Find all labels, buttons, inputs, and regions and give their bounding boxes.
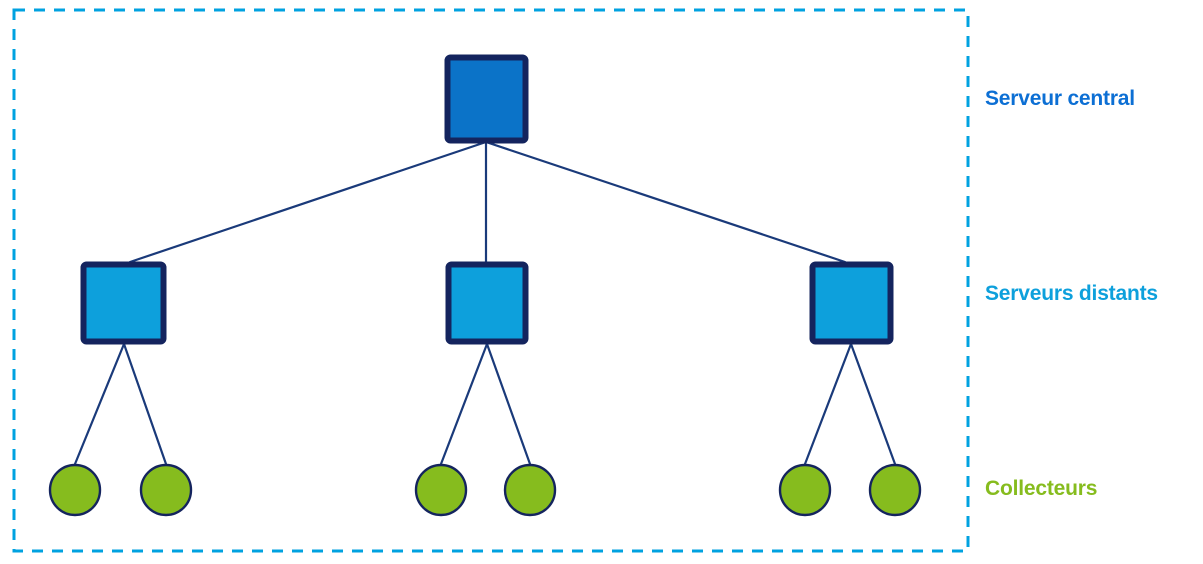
dashed-boundary <box>12 8 970 553</box>
connector-group-collectors <box>73 342 897 466</box>
connector-group-central <box>128 140 847 264</box>
collector-node-3[interactable] <box>414 463 468 517</box>
collector-node-1[interactable] <box>48 463 102 517</box>
remote-server-node-3[interactable] <box>809 261 894 345</box>
collector-group <box>48 463 922 517</box>
collector-node-2[interactable] <box>139 463 193 517</box>
edge-remote1-collector1 <box>73 342 126 466</box>
collector-node-5[interactable] <box>778 463 832 517</box>
remote-server-node-2[interactable] <box>445 261 529 345</box>
legend-label-remote-servers: Serveurs distants <box>985 282 1158 305</box>
collector-node-4[interactable] <box>503 463 557 517</box>
central-server-group <box>444 54 529 144</box>
central-server-node[interactable] <box>444 54 529 144</box>
edge-remote2-collector4 <box>485 342 532 466</box>
remote-server-group <box>80 261 894 345</box>
edge-central-remote-3 <box>484 140 847 264</box>
edge-remote3-collector5 <box>803 342 853 466</box>
edge-remote2-collector3 <box>439 342 489 466</box>
legend-label-central-server: Serveur central <box>985 87 1135 110</box>
legend-label-collectors: Collecteurs <box>985 477 1098 500</box>
edge-central-remote-1 <box>128 140 488 264</box>
edge-remote3-collector6 <box>849 342 897 466</box>
edge-remote1-collector2 <box>122 342 168 466</box>
collector-node-6[interactable] <box>868 463 922 517</box>
remote-server-node-1[interactable] <box>80 261 167 345</box>
